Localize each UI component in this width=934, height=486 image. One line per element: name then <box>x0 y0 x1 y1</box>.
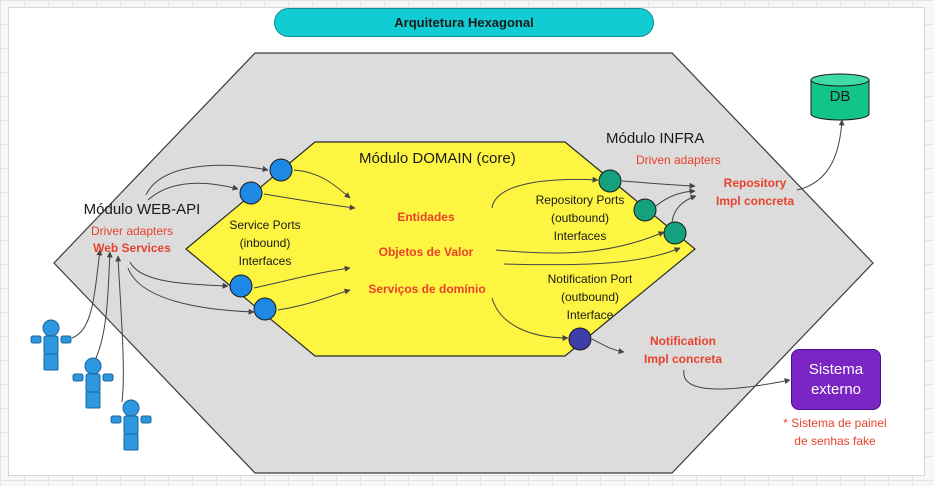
connector-repoport1-impl <box>621 180 696 189</box>
webapi-module-title: Módulo WEB-API <box>83 201 201 218</box>
external-system-line-1: Sistema <box>808 360 864 378</box>
service-ports-line-1: Service Ports <box>229 218 301 232</box>
connector-repoport3-impl <box>671 194 697 223</box>
actor-icon <box>72 357 114 409</box>
external-system-box: Sistema externo <box>791 349 881 410</box>
connector-repoport2-impl <box>655 188 696 207</box>
domain-item-entidades: Entidades <box>397 210 455 224</box>
repository-port-circle-1 <box>598 169 622 193</box>
connector-webapi-port3 <box>129 261 229 289</box>
ports <box>229 158 687 351</box>
connectors <box>71 119 845 403</box>
notification-impl-label: Notification Impl concreta <box>628 332 738 368</box>
connector-servicos-notifport <box>491 297 569 341</box>
domain-item-objetos-valor: Objetos de Valor <box>378 245 474 259</box>
connector-notifimpl-external <box>683 369 791 390</box>
external-system-note: * Sistema de painel de senhas fake <box>770 414 900 450</box>
notification-port-line-1: Notification Port <box>547 272 633 286</box>
connector-notifport-impl <box>591 338 625 355</box>
connector-impl-db <box>796 119 845 191</box>
domain-hexagon <box>185 141 696 357</box>
repository-port-circle-3 <box>663 221 687 245</box>
domain-item-servicos-dominio: Serviços de domínio <box>368 282 486 296</box>
service-ports-line-3: Interfaces <box>238 254 292 268</box>
external-system-note-line-2: de senhas fake <box>794 434 876 448</box>
connector-webapi-port4 <box>127 267 255 315</box>
database-label: DB <box>829 88 851 105</box>
notification-port-label: Notification Port (outbound) Interface <box>530 270 650 324</box>
repository-impl-line-2: Impl concreta <box>715 194 795 208</box>
connector-entidades-repoport1 <box>491 176 599 209</box>
service-ports-line-2: (inbound) <box>239 236 291 250</box>
external-system-note-line-1: * Sistema de painel <box>783 416 887 430</box>
repository-ports-line-3: Interfaces <box>553 229 607 243</box>
connector-port1-entidades <box>293 169 351 199</box>
notification-impl-line-2: Impl concreta <box>643 352 723 366</box>
infra-module-title: Módulo INFRA <box>606 130 705 147</box>
service-port-circle-3 <box>229 274 253 298</box>
infra-driven-adapters: Driven adapters <box>636 153 721 167</box>
connector-actor2-webservices <box>95 251 113 359</box>
connector-actor3-webservices <box>115 255 124 403</box>
diagram-title: Arquitetura Hexagonal <box>274 8 654 37</box>
repository-ports-line-2: (outbound) <box>550 211 610 225</box>
actor-icon <box>30 319 72 371</box>
connector-servicos-repoport3 <box>503 247 681 266</box>
service-port-circle-1 <box>269 158 293 182</box>
notification-port-line-3: Interface <box>566 308 614 322</box>
connector-webapi-port2 <box>147 182 239 201</box>
actor-icon <box>110 399 152 451</box>
notification-port-line-2: (outbound) <box>560 290 620 304</box>
repository-impl-line-1: Repository <box>723 176 787 190</box>
service-ports-label: Service Ports (inbound) Interfaces <box>215 216 315 270</box>
external-system-line-2: externo <box>810 380 862 398</box>
repository-ports-line-1: Repository Ports <box>535 193 625 207</box>
notification-impl-line-1: Notification <box>650 334 716 348</box>
domain-module-title: Módulo DOMAIN (core) <box>359 150 516 167</box>
repository-port-circle-2 <box>633 198 657 222</box>
repository-impl-label: Repository Impl concreta <box>700 174 810 210</box>
connector-webapi-port1 <box>145 164 269 196</box>
notification-port-circle <box>568 327 592 351</box>
connector-port4-servicos <box>277 288 351 311</box>
connector-actor1-webservices <box>71 249 103 339</box>
connector-port2-entidades <box>263 193 356 211</box>
webapi-driver-adapters: Driver adapters <box>90 224 174 238</box>
repository-ports-label: Repository Ports (outbound) Interfaces <box>526 191 634 245</box>
service-port-circle-4 <box>253 297 277 321</box>
connector-objetos-repoport3 <box>495 231 665 254</box>
service-port-circle-2 <box>239 181 263 205</box>
connector-port3-servicos <box>253 265 351 289</box>
database-icon <box>810 73 870 121</box>
webapi-web-services: Web Services <box>93 241 171 255</box>
